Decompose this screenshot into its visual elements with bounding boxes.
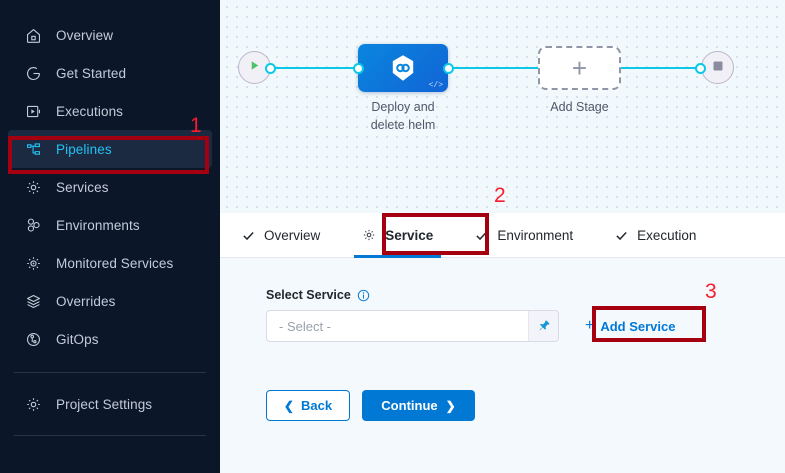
- check-icon: [242, 229, 255, 242]
- connector-start-to-stage: [268, 67, 408, 69]
- select-service-label-row: Select Service: [266, 288, 785, 302]
- stage-node-label: Deploy and delete helm: [370, 100, 436, 132]
- stage-node-deploy-and-delete-helm[interactable]: </>: [358, 44, 448, 92]
- stage-tabbar: Overview Service Environment: [220, 213, 785, 258]
- pipeline-graph: </> Deploy and delete helm + Add Stage: [220, 44, 785, 132]
- select-service-label: Select Service: [266, 288, 351, 302]
- plus-icon: +: [571, 53, 588, 83]
- continue-label: Continue: [381, 398, 438, 413]
- select-service-input[interactable]: - Select -: [279, 318, 332, 334]
- tab-overview[interactable]: Overview: [242, 213, 320, 258]
- tab-execution[interactable]: Execution: [615, 213, 696, 258]
- sidebar-item-project-settings[interactable]: Project Settings: [8, 385, 212, 423]
- add-service-label: Add Service: [600, 318, 676, 334]
- sidebar-item-environments[interactable]: Environments: [8, 206, 212, 244]
- sidebar-divider-bottom: [14, 435, 206, 436]
- sidebar-item-label: Environments: [56, 217, 140, 233]
- sidebar-item-get-started[interactable]: Get Started: [8, 54, 212, 92]
- stage-code-badge: </>: [428, 81, 443, 90]
- play-icon: [248, 59, 261, 77]
- tab-label: Overview: [264, 227, 321, 243]
- select-service-field[interactable]: - Select -: [266, 310, 559, 342]
- info-icon[interactable]: [357, 289, 370, 302]
- sidebar-item-gitops[interactable]: GitOps: [8, 320, 212, 358]
- check-icon: [615, 229, 628, 242]
- sidebar-item-label: Overview: [56, 27, 114, 43]
- check-icon: [475, 229, 488, 242]
- gear-icon: [22, 176, 44, 198]
- connector-addstage-to-end: [620, 67, 700, 69]
- sidebar-item-label: Monitored Services: [56, 255, 174, 271]
- sidebar-item-label: Overrides: [56, 293, 116, 309]
- back-label: Back: [300, 398, 333, 413]
- sidebar-divider: [14, 372, 206, 373]
- service-form: Select Service - Select -: [220, 258, 785, 473]
- tab-label: Execution: [637, 227, 697, 243]
- sidebar-item-label: Pipelines: [56, 141, 112, 157]
- sidebar-item-label: Services: [56, 179, 109, 195]
- home-icon: [22, 24, 44, 46]
- end-node-port: [695, 63, 706, 74]
- sidebar-item-executions[interactable]: Executions: [8, 92, 212, 130]
- get-started-icon: [22, 62, 44, 84]
- chevron-left-icon: ❮: [283, 398, 294, 413]
- sidebar: Overview Get Started Executions: [0, 0, 220, 473]
- form-actions: ❮ Back Continue ❯: [266, 390, 785, 421]
- chevron-right-icon: ❯: [445, 398, 456, 413]
- sidebar-item-overrides[interactable]: Overrides: [8, 282, 212, 320]
- stage-node-input-port: [353, 63, 364, 74]
- stage-node-output-port: [443, 63, 454, 74]
- start-node-port: [265, 63, 276, 74]
- continue-button[interactable]: Continue ❯: [362, 390, 475, 421]
- sidebar-item-label: GitOps: [56, 331, 99, 347]
- pipeline-canvas[interactable]: </> Deploy and delete helm + Add Stage: [220, 0, 785, 213]
- pipelines-icon: [22, 138, 44, 160]
- gitops-icon: [22, 328, 44, 350]
- sidebar-item-pipelines[interactable]: Pipelines: [8, 130, 212, 168]
- select-service-row: - Select - + Add Service: [266, 310, 785, 342]
- harness-cd-hexagon-icon: [390, 54, 416, 82]
- tab-environment[interactable]: Environment: [475, 213, 573, 258]
- monitored-services-icon: [22, 252, 44, 274]
- sidebar-item-label: Get Started: [56, 65, 127, 81]
- stop-icon: [712, 59, 724, 77]
- connector-stage-to-addstage: [452, 67, 540, 69]
- sidebar-item-label: Executions: [56, 103, 124, 119]
- layers-icon: [22, 290, 44, 312]
- add-stage-node[interactable]: +: [538, 46, 621, 90]
- sidebar-item-services[interactable]: Services: [8, 168, 212, 206]
- add-service-button[interactable]: + Add Service: [585, 310, 676, 342]
- main-panel: </> Deploy and delete helm + Add Stage: [220, 0, 785, 473]
- back-button[interactable]: ❮ Back: [266, 390, 350, 421]
- sidebar-item-monitored-services[interactable]: Monitored Services: [8, 244, 212, 282]
- sidebar-item-label: Project Settings: [56, 396, 153, 412]
- environments-icon: [22, 214, 44, 236]
- gear-icon: [22, 393, 44, 415]
- tab-label: Environment: [497, 227, 574, 243]
- tab-service[interactable]: Service: [354, 213, 442, 258]
- tab-label: Service: [385, 227, 434, 243]
- add-stage-label: Add Stage: [550, 100, 609, 114]
- plus-icon: +: [585, 317, 595, 334]
- sidebar-item-overview[interactable]: Overview: [8, 16, 212, 54]
- pin-icon[interactable]: [528, 311, 558, 341]
- gear-icon: [362, 228, 376, 242]
- executions-icon: [22, 100, 44, 122]
